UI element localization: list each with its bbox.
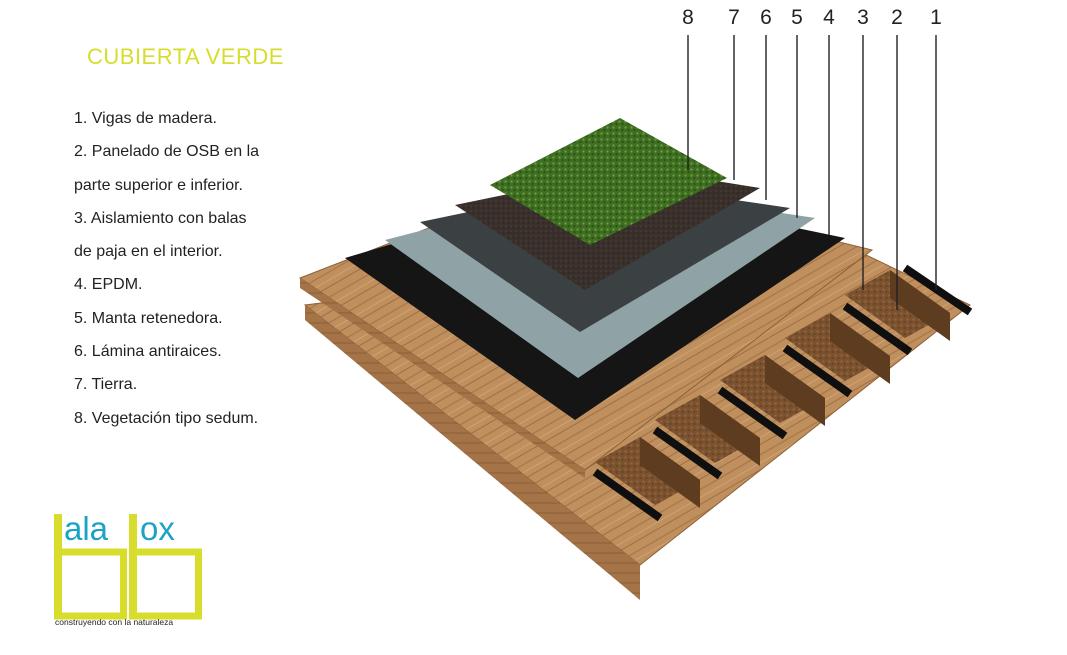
logo-caption: construyendo con la naturaleza (55, 617, 174, 627)
legend-item-5: 5. Manta retenedora. (74, 309, 223, 327)
callout-4: 4 (823, 6, 835, 29)
legend-item-6: 6. Lámina antiraices. (74, 343, 222, 361)
straw-insulation (595, 270, 950, 508)
callout-8: 8 (682, 6, 694, 29)
balabox-logo: ala ox construyendo con la naturaleza (54, 510, 214, 630)
osb-top-edge (300, 278, 585, 478)
legend-item-8: 8. Vegetación tipo sedum. (74, 409, 259, 427)
callout-lines (687, 35, 937, 310)
legend-item-4: 4. EPDM. (74, 276, 143, 294)
logo-word-left: ala (64, 510, 109, 547)
legend-item-3-cont: de paja en el interior. (74, 243, 223, 261)
logo-frame (54, 514, 202, 620)
legend-item-1: 1. Vigas de madera. (74, 110, 217, 127)
page-title: CUBIERTA VERDE (87, 44, 284, 69)
osb-bottom-edge (305, 305, 640, 600)
callout-2: 2 (891, 6, 903, 29)
legend-item-2-cont: parte superior e inferior. (74, 176, 243, 194)
callout-7: 7 (728, 6, 740, 29)
legend-item-3: 3. Aislamiento con balas (74, 209, 247, 227)
layer-legend: 1. Vigas de madera. 2. Panelado de OSB e… (74, 102, 259, 435)
logo-word-right: ox (140, 510, 175, 547)
legend-item-2: 2. Panelado de OSB en la (74, 143, 260, 161)
callout-5: 5 (791, 6, 803, 29)
callout-3: 3 (857, 6, 869, 29)
callout-1: 1 (930, 6, 942, 29)
legend-item-7: 7. Tierra. (74, 376, 138, 394)
wood-beams (592, 264, 973, 522)
callout-6: 6 (760, 6, 772, 29)
sedum-vegetation-layer (490, 118, 727, 245)
